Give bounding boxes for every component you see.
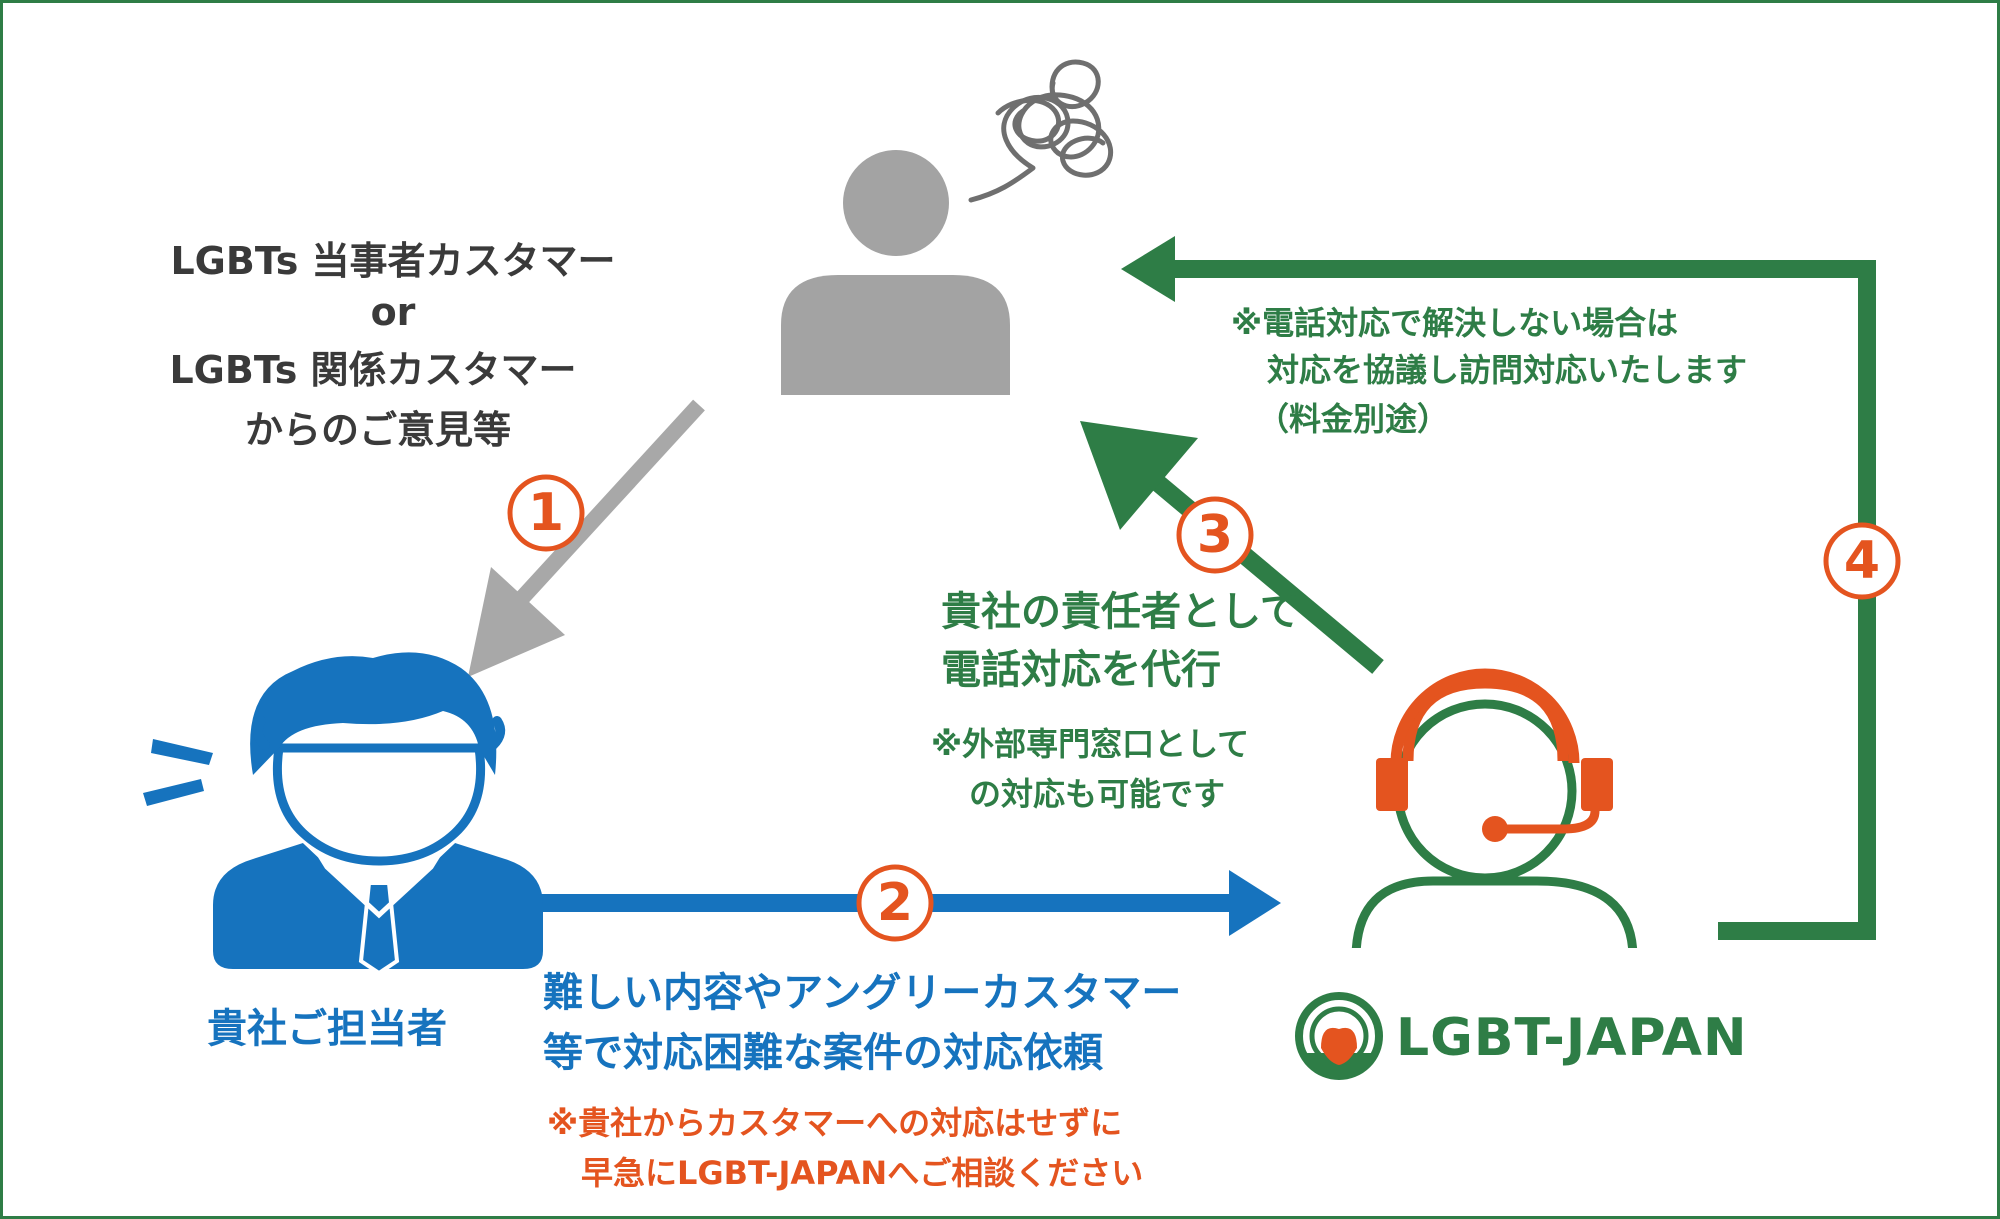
customer-type-line1: LGBTs 当事者カスタマー — [170, 239, 616, 283]
arrow-step1-icon — [468, 399, 705, 677]
proxy-note-line2: の対応も可能です — [969, 775, 1226, 813]
customer-type-line3: LGBTs 関係カスタマー — [169, 348, 577, 392]
proxy-line2: 電話対応を代行 — [941, 647, 1221, 693]
diagram-artwork — [143, 59, 1876, 1080]
customer-type-line4: からのご意見等 — [244, 408, 511, 452]
headset-operator-icon — [1351, 668, 1638, 948]
step-number: 1 — [527, 483, 565, 543]
customer-type-or: or — [370, 290, 416, 334]
step-number: 2 — [876, 873, 914, 933]
sweat-marks-icon — [143, 739, 213, 806]
step-circle-icon — [856, 864, 934, 942]
visit-note-line3: （料金別途） — [1257, 400, 1450, 438]
step-circle-icon — [1823, 522, 1901, 600]
person-silhouette-icon — [781, 150, 1010, 395]
visit-note-line2: 対応を協議し訪問対応いたします — [1267, 351, 1748, 389]
step-circle-icon — [1176, 496, 1254, 574]
step-2-marker: 2 — [854, 862, 936, 944]
step-1-marker: 1 — [505, 472, 587, 554]
step-circle-icon — [507, 474, 585, 552]
proxy-note-line1: ※外部専門窓口として — [931, 725, 1250, 763]
request-line1: 難しい内容やアングリーカスタマー — [543, 970, 1182, 1016]
staff-label: 貴社ご担当者 — [207, 1006, 447, 1052]
visit-note-line1: ※電話対応で解決しない場合は — [1231, 304, 1679, 342]
request-note-line2: 早急にLGBT-JAPANへご相談ください — [581, 1154, 1144, 1192]
arrow-step4-icon — [1121, 236, 1876, 940]
proxy-line1: 貴社の責任者として — [941, 589, 1300, 635]
lgbt-japan-logo-icon — [1295, 992, 1383, 1080]
step-number: 4 — [1843, 531, 1881, 591]
tangled-thought-icon — [968, 59, 1113, 203]
step-3-marker: 3 — [1174, 494, 1256, 576]
businessman-icon — [213, 652, 543, 976]
brand-name: LGBT-JAPAN — [1396, 1008, 1748, 1068]
step-number: 3 — [1196, 505, 1234, 565]
step-4-marker: 4 — [1821, 520, 1903, 602]
request-note-line1: ※貴社からカスタマーへの対応はせずに — [547, 1104, 1123, 1142]
request-line2: 等で対応困難な案件の対応依頼 — [543, 1030, 1103, 1076]
